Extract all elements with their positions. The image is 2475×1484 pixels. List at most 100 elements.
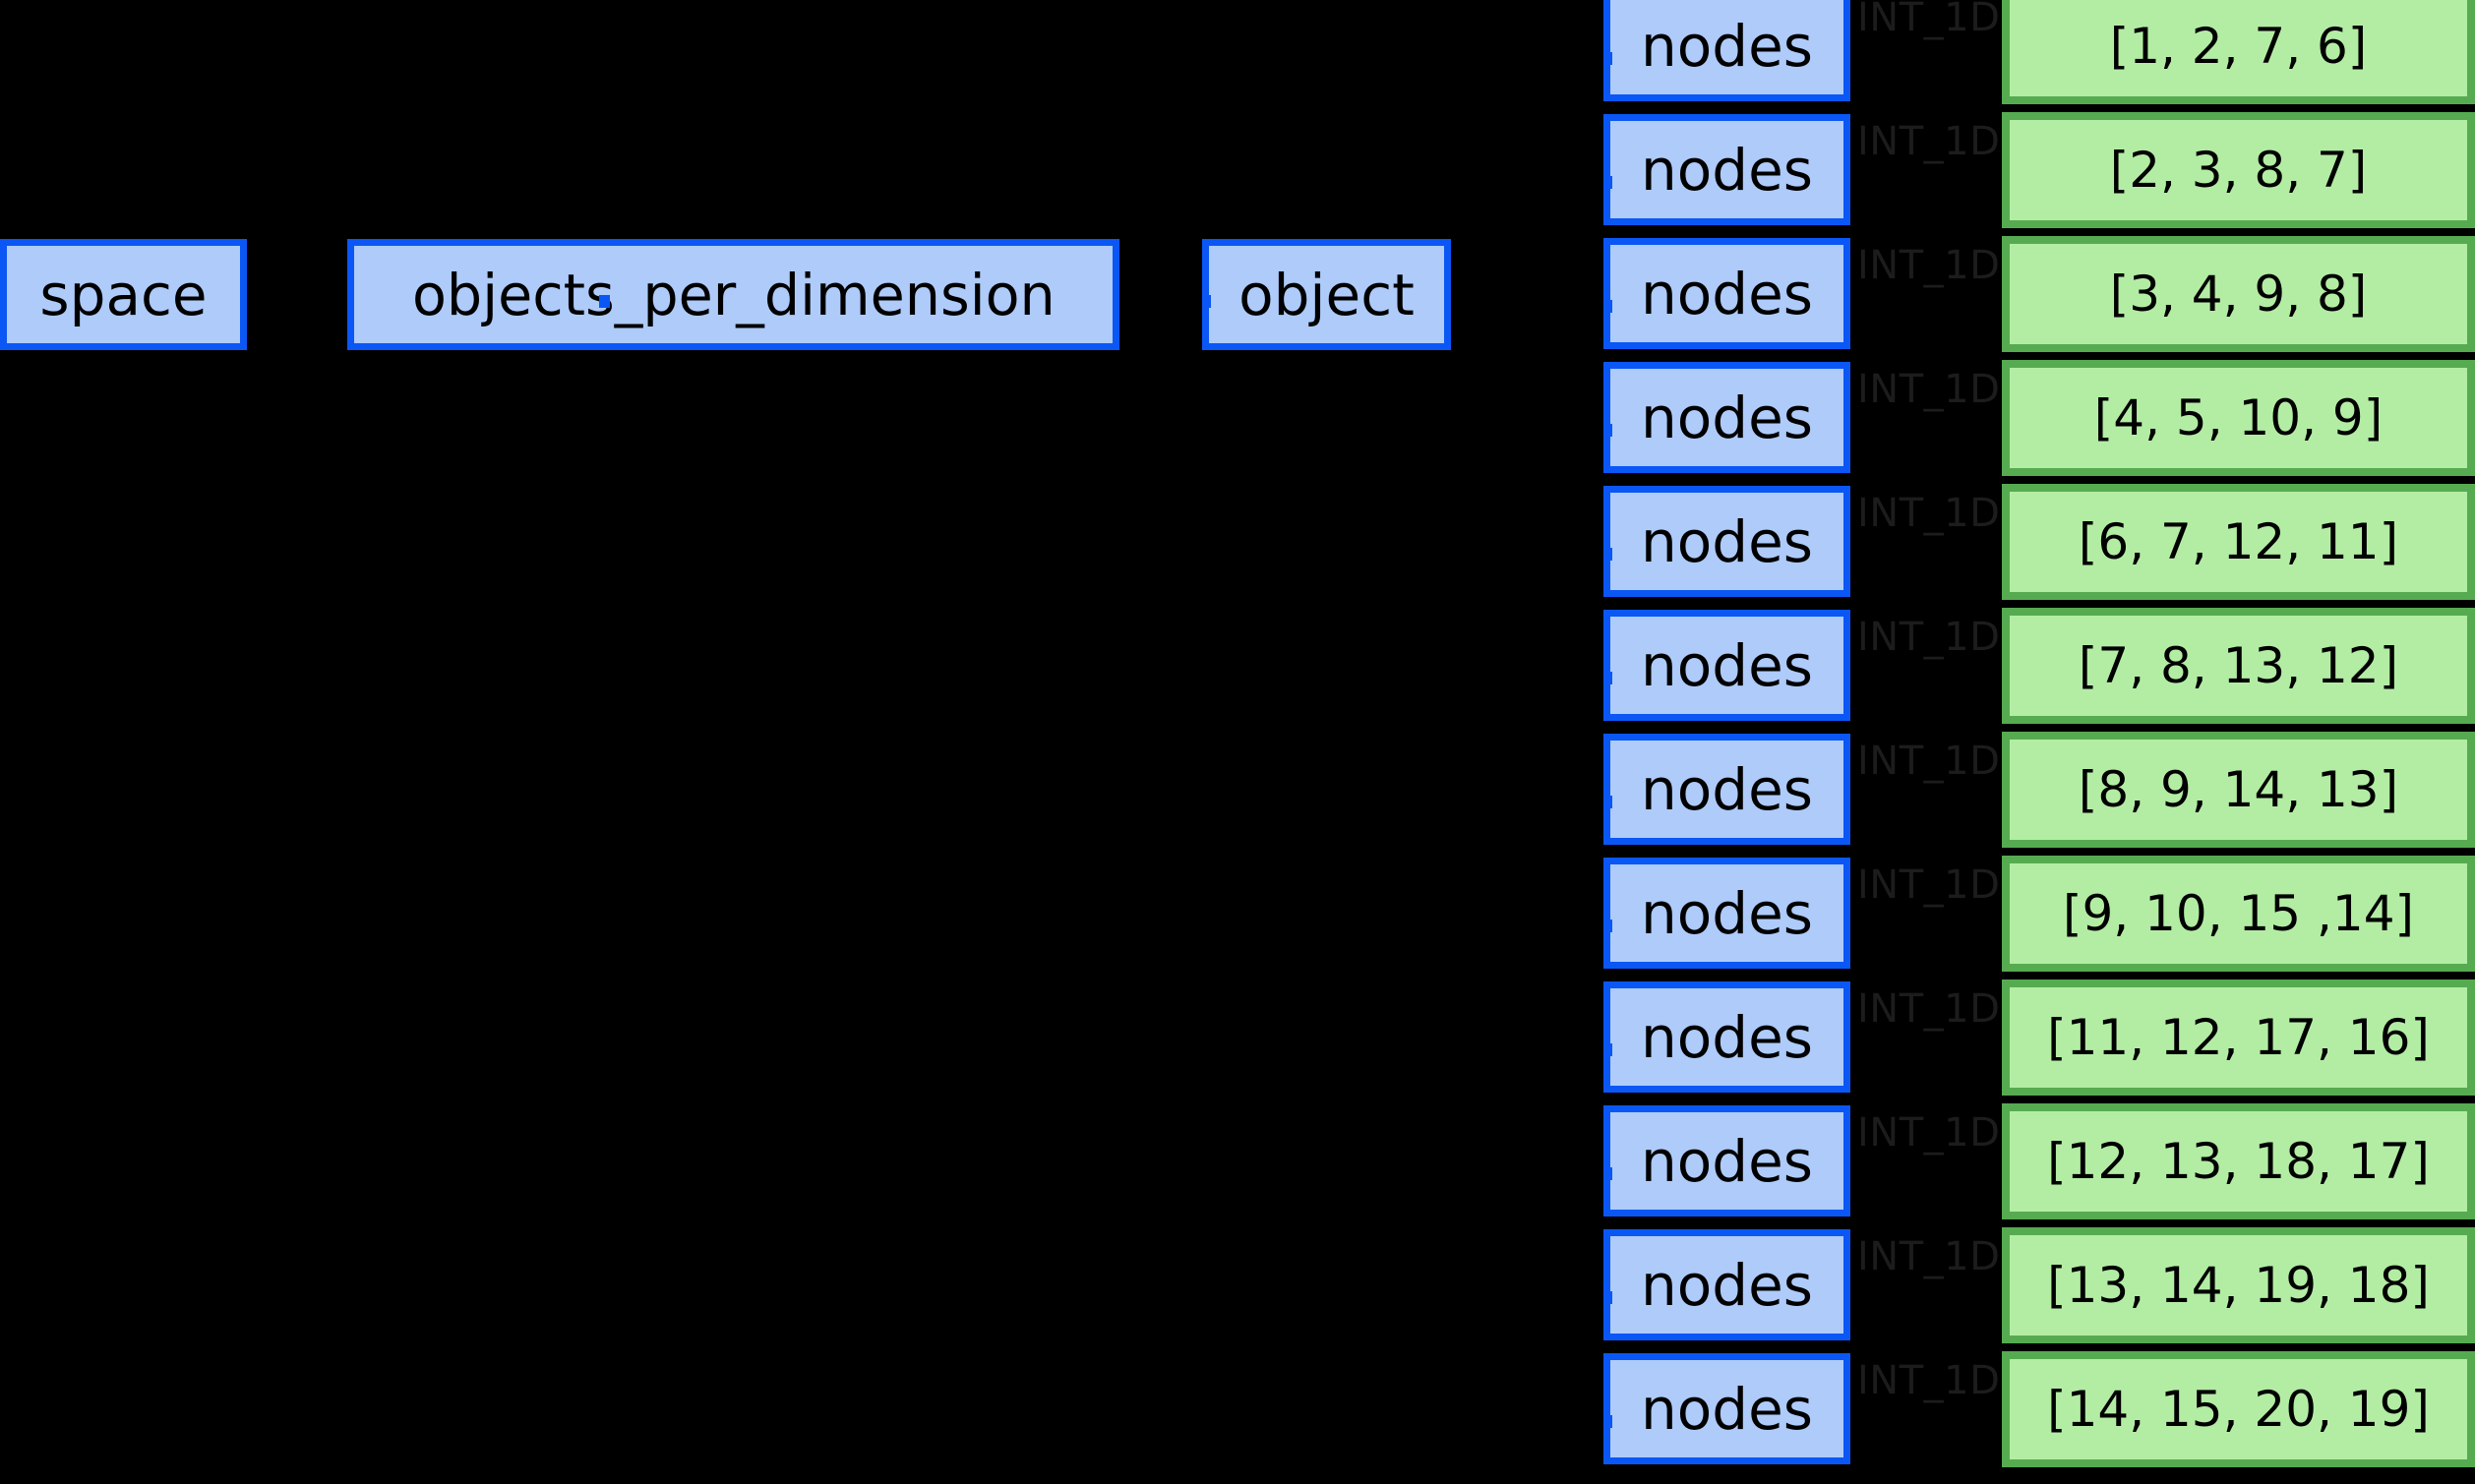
value-row: [7, 8, 13, 12] xyxy=(2002,604,2475,728)
value-row: [9, 10, 15 ,14] xyxy=(2002,852,2475,976)
node-nodes[interactable]: nodes xyxy=(1603,486,1850,597)
connector-stub-left xyxy=(1610,1291,1612,1304)
value-row: [3, 4, 9, 8] xyxy=(2002,232,2475,356)
value-text: [11, 12, 17, 16] xyxy=(2047,1009,2430,1066)
node-nodes-label: nodes xyxy=(1641,260,1813,327)
value-box[interactable]: [14, 15, 20, 19] xyxy=(2002,1351,2475,1467)
connector-stub-left xyxy=(1610,424,1612,437)
edge-type-label: INT_1D xyxy=(1857,0,2001,40)
value-row: [4, 5, 10, 9] xyxy=(2002,356,2475,480)
value-text: [13, 14, 19, 18] xyxy=(2047,1257,2430,1314)
edge-type-label: INT_1D xyxy=(1857,615,2001,660)
node-nodes[interactable]: nodes xyxy=(1603,734,1850,845)
value-column: [1, 2, 7, 6] [2, 3, 8, 7] [3, 4, 9, 8] [4, … xyxy=(2002,0,2475,1471)
node-nodes[interactable]: nodes xyxy=(1603,0,1850,101)
value-box[interactable]: [2, 3, 8, 7] xyxy=(2002,112,2475,228)
node-nodes[interactable]: nodes xyxy=(1603,1353,1850,1464)
value-text: [14, 15, 20, 19] xyxy=(2047,1381,2430,1438)
node-nodes[interactable]: nodes xyxy=(1603,1229,1850,1340)
nodes-row: nodes xyxy=(1603,232,1850,356)
nodes-row: nodes xyxy=(1603,1099,1850,1223)
node-object-label: object xyxy=(1238,261,1415,328)
nodes-row: nodes xyxy=(1603,604,1850,728)
value-box[interactable]: [8, 9, 14, 13] xyxy=(2002,732,2475,848)
edge-type-label: INT_1D xyxy=(1857,119,2001,164)
value-row: [6, 7, 12, 11] xyxy=(2002,480,2475,604)
node-space[interactable]: space xyxy=(0,239,247,350)
connector-stub-left xyxy=(1209,295,1211,308)
nodes-row: nodes xyxy=(1603,0,1850,108)
node-objects-per-dimension-label: objects_per_dimension xyxy=(411,261,1056,328)
node-nodes[interactable]: nodes xyxy=(1603,238,1850,349)
value-text: [1, 2, 7, 6] xyxy=(2109,18,2368,75)
node-nodes-label: nodes xyxy=(1641,1127,1813,1195)
node-nodes[interactable]: nodes xyxy=(1603,981,1850,1093)
value-row: [8, 9, 14, 13] xyxy=(2002,728,2475,852)
nodes-row: nodes xyxy=(1603,728,1850,852)
value-row: [1, 2, 7, 6] xyxy=(2002,0,2475,108)
value-box[interactable]: [6, 7, 12, 11] xyxy=(2002,484,2475,600)
value-text: [12, 13, 18, 17] xyxy=(2047,1133,2430,1190)
edge-type-label: INT_1D xyxy=(1857,1110,2001,1156)
connector-stub-left xyxy=(1610,672,1612,684)
node-nodes-label: nodes xyxy=(1641,507,1813,575)
value-box[interactable]: [9, 10, 15 ,14] xyxy=(2002,856,2475,972)
edge-type-label: INT_1D xyxy=(1857,243,2001,288)
edge-type-label: INT_1D xyxy=(1857,862,2001,908)
value-row: [13, 14, 19, 18] xyxy=(2002,1223,2475,1347)
node-nodes-label: nodes xyxy=(1641,879,1813,947)
connector-stub-left xyxy=(1610,1167,1612,1180)
nodes-row: nodes xyxy=(1603,1347,1850,1471)
value-box[interactable]: [11, 12, 17, 16] xyxy=(2002,979,2475,1096)
nodes-row: nodes xyxy=(1603,1223,1850,1347)
value-row: [12, 13, 18, 17] xyxy=(2002,1099,2475,1223)
value-box[interactable]: [7, 8, 13, 12] xyxy=(2002,608,2475,724)
value-row: [14, 15, 20, 19] xyxy=(2002,1347,2475,1471)
node-nodes-label: nodes xyxy=(1641,1251,1813,1319)
value-box[interactable]: [12, 13, 18, 17] xyxy=(2002,1103,2475,1219)
node-nodes[interactable]: nodes xyxy=(1603,858,1850,969)
edge-type-label: INT_1D xyxy=(1857,739,2001,784)
value-text: [8, 9, 14, 13] xyxy=(2078,761,2399,818)
value-text: [6, 7, 12, 11] xyxy=(2078,513,2399,570)
connector-stub-left xyxy=(1610,920,1612,932)
node-objects-per-dimension[interactable]: objects_per_dimension xyxy=(347,239,1119,350)
connector-stub-left xyxy=(1610,1043,1612,1056)
value-box[interactable]: [1, 2, 7, 6] xyxy=(2002,0,2475,104)
node-space-label: space xyxy=(39,261,208,328)
node-nodes[interactable]: nodes xyxy=(1603,1105,1850,1217)
nodes-row: nodes xyxy=(1603,108,1850,232)
value-text: [9, 10, 15 ,14] xyxy=(2062,885,2415,942)
value-box[interactable]: [4, 5, 10, 9] xyxy=(2002,360,2475,476)
connector-stub-left xyxy=(1610,548,1612,561)
node-nodes-label: nodes xyxy=(1641,384,1813,451)
node-nodes-label: nodes xyxy=(1641,136,1813,204)
value-text: [7, 8, 13, 12] xyxy=(2078,637,2399,694)
edge-type-label: INT_1D xyxy=(1857,367,2001,412)
edge-type-label: INT_1D xyxy=(1857,1234,2001,1279)
node-nodes-label: nodes xyxy=(1641,755,1813,823)
nodes-row: nodes xyxy=(1603,480,1850,604)
value-text: [2, 3, 8, 7] xyxy=(2109,142,2368,199)
node-nodes-label: nodes xyxy=(1641,1375,1813,1443)
node-object[interactable]: object xyxy=(1202,239,1451,350)
value-text: [3, 4, 9, 8] xyxy=(2109,266,2368,323)
value-row: [11, 12, 17, 16] xyxy=(2002,976,2475,1099)
node-nodes[interactable]: nodes xyxy=(1603,114,1850,225)
edge-type-label: INT_1D xyxy=(1857,1358,2001,1403)
nodes-row: nodes xyxy=(1603,356,1850,480)
nodes-column: nodes nodes nodes nodes nodes nodes nodes nodes… xyxy=(1603,0,1850,1471)
node-nodes[interactable]: nodes xyxy=(1603,610,1850,721)
edge-type-label: INT_1D xyxy=(1857,986,2001,1032)
value-box[interactable]: [13, 14, 19, 18] xyxy=(2002,1227,2475,1343)
value-box[interactable]: [3, 4, 9, 8] xyxy=(2002,236,2475,352)
value-row: [2, 3, 8, 7] xyxy=(2002,108,2475,232)
connector-stub-left xyxy=(1610,52,1612,65)
value-text: [4, 5, 10, 9] xyxy=(2093,389,2384,446)
node-nodes-label: nodes xyxy=(1641,1003,1813,1071)
node-nodes-label: nodes xyxy=(1641,631,1813,699)
node-nodes[interactable]: nodes xyxy=(1603,362,1850,473)
connector-stub-left xyxy=(1610,176,1612,189)
connector-stub-right xyxy=(599,295,610,308)
